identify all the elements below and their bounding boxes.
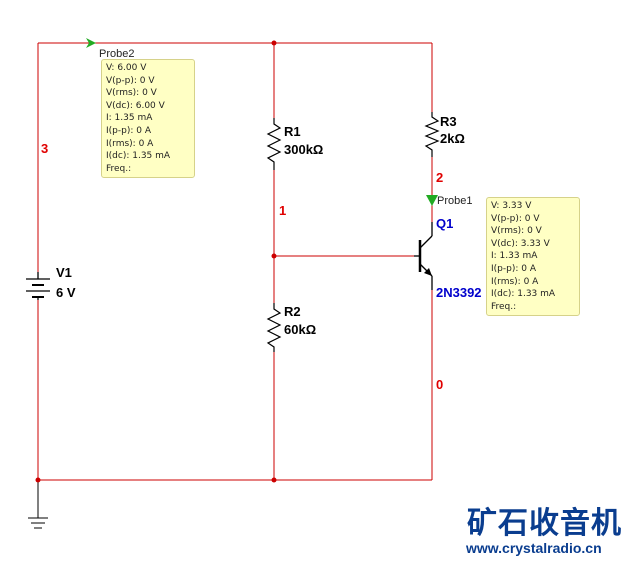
probe2-line: I(dc): 1.35 mA (106, 151, 171, 162)
wires (37, 42, 433, 481)
net-label-0: 0 (436, 377, 443, 392)
q1-name: Q1 (436, 216, 453, 231)
emitter-arrow (424, 268, 432, 276)
probe1-arrow (426, 195, 438, 206)
r1-value: 300kΩ (284, 142, 323, 157)
probe2-label: Probe2 (99, 48, 135, 60)
resistor-r2 (266, 303, 282, 352)
probe2-readout: V: 6.00 V V(p-p): 0 V V(rms): 0 V V(dc):… (101, 59, 195, 179)
probe1-line: V(rms): 0 V (491, 226, 542, 237)
junction-bottom-left (35, 477, 41, 483)
r3-value: 2kΩ (440, 131, 465, 146)
probe1-line: I: 1.33 mA (491, 251, 538, 262)
probe1-line: Freq.: (491, 301, 517, 312)
net-label-3: 3 (41, 141, 48, 156)
r1-name: R1 (284, 124, 301, 139)
resistor-r3 (424, 112, 440, 157)
junction-bottom-mid (271, 477, 277, 483)
probe2-line: Freq.: (106, 163, 132, 174)
q1-model: 2N3392 (436, 285, 482, 300)
probe2-line: I: 1.35 mA (106, 113, 153, 124)
v1-name: V1 (56, 265, 72, 280)
ground-symbol (28, 480, 48, 529)
probe2-line: I(rms): 0 A (106, 138, 154, 149)
junctions (35, 40, 277, 483)
probe1-line: I(dc): 1.33 mA (491, 289, 556, 300)
probe2-line: I(p-p): 0 A (106, 125, 151, 136)
probe1-label: Probe1 (437, 195, 473, 207)
probe1-line: V: 3.33 V (491, 201, 532, 211)
probe2-line: V(dc): 6.00 V (106, 100, 165, 111)
r2-name: R2 (284, 304, 301, 319)
v1-value: 6 V (56, 285, 76, 300)
probe1-readout: V: 3.33 V V(p-p): 0 V V(rms): 0 V V(dc):… (486, 197, 580, 317)
r2-value: 60kΩ (284, 322, 316, 337)
probe2-line: V: 6.00 V (106, 63, 147, 73)
watermark-url: www.crystalradio.cn (466, 540, 602, 556)
probe1-line: V(p-p): 0 V (491, 213, 540, 224)
watermark-title: 矿石收音机 (467, 506, 622, 541)
probe1-line: I(p-p): 0 A (491, 263, 536, 274)
junction-top (271, 40, 277, 46)
probe1-line: I(rms): 0 A (491, 276, 539, 287)
r3-name: R3 (440, 114, 457, 129)
battery-v1 (26, 272, 50, 300)
probe2-line: V(p-p): 0 V (106, 75, 155, 86)
transistor-q1 (414, 222, 433, 290)
probe2-arrow (86, 38, 96, 48)
junction-base (271, 253, 277, 259)
probe1-line: V(dc): 3.33 V (491, 238, 550, 249)
net-label-2: 2 (436, 170, 443, 185)
net-label-1: 1 (279, 203, 286, 218)
probe2-line: V(rms): 0 V (106, 88, 157, 99)
resistor-r1 (266, 118, 282, 170)
